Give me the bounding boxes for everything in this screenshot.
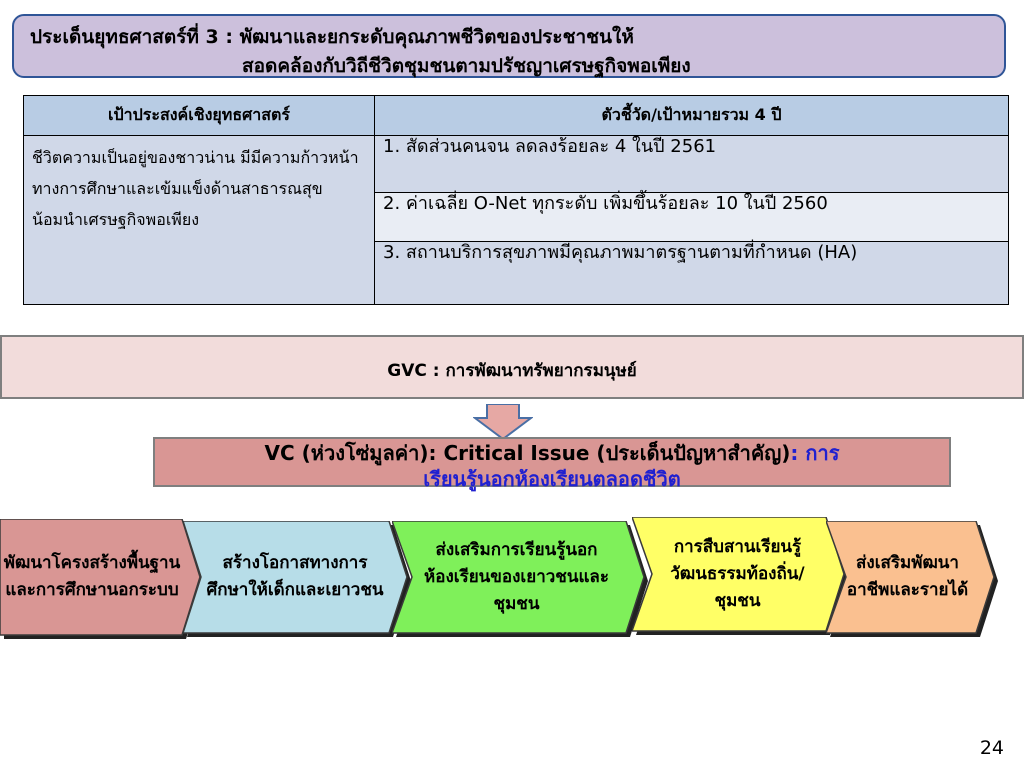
chevron-shape-infrastructure	[0, 519, 204, 639]
indicator-1: 1. สัดส่วนคนจน ลดลงร้อยละ 4 ในปี 2561	[374, 135, 1009, 193]
chevron-label-infrastructure: พัฒนาโครงสร้างพื้นฐานและการศึกษานอกระบบ	[3, 553, 181, 600]
chevron-label-outside-class-learning: ส่งเสริมการเรียนรู้นอกห้องเรียนของเยาวชน…	[424, 539, 609, 614]
strategy-table: เป้าประสงค์เชิงยุทธศาสตร์ ตัวชี้วัด/เป้า…	[23, 95, 1009, 305]
chevron-shape-education-opportunity	[183, 521, 411, 637]
strategy-title-line1: ประเด็นยุทธศาสตร์ที่ 3 : พัฒนาและยกระดับ…	[30, 26, 634, 48]
vc-colon: :	[790, 441, 806, 465]
chevron-shape-culture-heritage	[632, 517, 848, 635]
chevron-label-education-opportunity: สร้างโอกาสทางการศึกษาให้เด็กและเยาวชน	[206, 553, 384, 600]
strategy-title-line2: สอดคล้องกับวิถีชีวิตชุมชนตามปรัชญาเศรษฐก…	[242, 55, 691, 77]
vc-prefix: VC (ห่วงโซ่มูลค่า): Critical Issue (ประเ…	[264, 441, 791, 465]
header-indicators: ตัวชี้วัด/เป้าหมายรวม 4 ปี	[374, 95, 1009, 136]
vc-line1: VC (ห่วงโซ่มูลค่า): Critical Issue (ประเ…	[155, 437, 949, 469]
goal-cell: ชีวิตความเป็นอยู่ของชาวน่าน มีมีความก้าว…	[23, 135, 375, 305]
vc-box: VC (ห่วงโซ่มูลค่า): Critical Issue (ประเ…	[153, 437, 951, 491]
page-number: 24	[979, 737, 1004, 759]
gvc-label: GVC : การพัฒนาทรัพยากรมนุษย์	[387, 361, 637, 381]
strategy-title-box: ประเด็นยุทธศาสตร์ที่ 3 : พัฒนาและยกระดับ…	[12, 14, 1006, 78]
header-goal: เป้าประสงค์เชิงยุทธศาสตร์	[23, 95, 375, 136]
indicator-3: 3. สถานบริการสุขภาพมีคุณภาพมาตรฐานตามที่…	[374, 241, 1009, 305]
chevron-shape-outside-class-learning	[392, 521, 648, 637]
vc-line2: เรียนรู้นอกห้องเรียนตลอดชีวิต	[423, 467, 681, 491]
chevron-label-culture-heritage: การสืบสานเรียนรู้วัฒนธรรมท้องถิ่น/ชุมชน	[670, 536, 805, 611]
vc-highlight-a: การ	[805, 441, 840, 465]
indicator-2: 2. ค่าเฉลี่ย O-Net ทุกระดับ เพิ่มขึ้นร้อ…	[374, 192, 1009, 242]
down-arrow-icon	[473, 404, 533, 440]
chevron-label-career-income: ส่งเสริมพัฒนาอาชีพและรายได้	[846, 553, 969, 600]
gvc-box: GVC : การพัฒนาทรัพยากรมนุษย์	[0, 335, 1024, 399]
chevron-shape-career-income	[826, 521, 998, 637]
